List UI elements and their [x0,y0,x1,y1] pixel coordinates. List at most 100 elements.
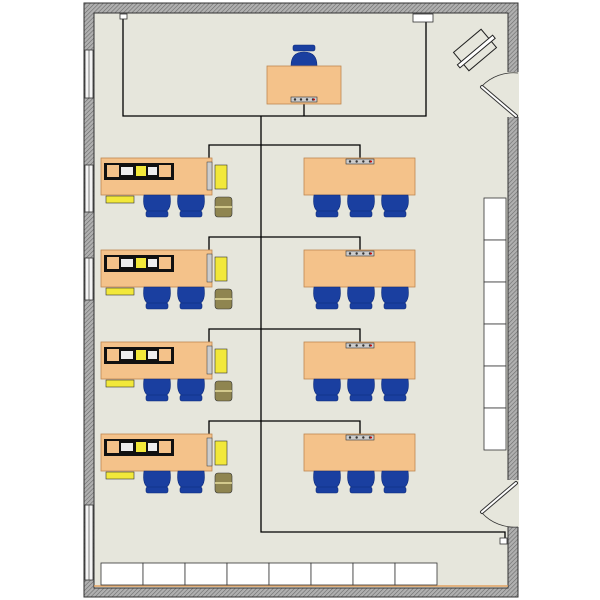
power-led [313,98,315,101]
teacher-chair-seat [290,51,318,67]
chair-seat [313,286,341,305]
bottom-cabinet [352,562,396,586]
chair-seat [313,194,341,213]
panel-device [136,442,146,452]
cable-teacher-loop [122,15,427,117]
bottom-cabinet [100,562,144,586]
panel-slot [159,165,171,177]
panel-device [148,167,157,175]
cable-branch [208,420,361,435]
chair-seat [347,470,375,489]
bottom-cabinet [394,562,438,586]
power-strip [345,434,375,441]
chair-back [349,394,373,402]
chair-back [315,210,339,218]
door-fill [481,86,517,117]
outlet [293,98,297,101]
panel-device [121,259,133,267]
outlet [362,252,365,255]
network-cables [119,13,508,545]
panel-device [148,443,157,451]
cable-branch [208,144,361,159]
chair-back [349,210,373,218]
chair-back [349,302,373,310]
equipment-strip [105,195,135,204]
chair-back [383,394,407,402]
chair-seat [143,194,171,213]
network-jack [119,13,128,20]
power-led [370,252,372,255]
side-cabinet [483,323,507,367]
power-strip [345,158,375,165]
panel-device [121,167,133,175]
network-jack [412,13,434,23]
student-row [100,341,416,402]
power-strip-vertical [206,161,213,191]
equipment-yellow [214,440,228,466]
outlet [348,344,352,347]
side-cabinet [483,407,507,451]
outlet [362,344,365,347]
chair-back [179,210,203,218]
student-row [100,249,416,310]
outlet [362,160,365,163]
panel-slot [159,257,171,269]
student-row [100,157,416,218]
panel-device [148,351,157,359]
chair-seat [347,286,375,305]
equipment-yellow [214,256,228,282]
panel-slot [159,441,171,453]
outlet [305,98,309,101]
chair-seat [313,470,341,489]
chair-back [179,486,203,494]
chair-back [315,302,339,310]
chair-seat [177,470,205,489]
outlet [362,436,365,439]
cable-trunk [260,116,506,540]
power-led [370,160,372,163]
cable-branch [208,328,361,343]
panel-slot [159,349,171,361]
equipment-yellow [214,164,228,190]
equipment-strip [105,287,135,296]
panel-device [148,259,157,267]
chair-seat [381,378,409,397]
panel-slot [107,349,119,361]
printer [452,28,498,72]
power-strip-vertical [206,437,213,467]
chair-seat [347,378,375,397]
side-cabinet [483,281,507,325]
side-cabinet [483,239,507,283]
bottom-cabinet [310,562,354,586]
outlet [348,160,352,163]
chair-back [145,302,169,310]
chair-seat [143,378,171,397]
bottom-cabinet [226,562,270,586]
bottom-cabinet [184,562,228,586]
power-strip-vertical [206,253,213,283]
bottom-cabinet [268,562,312,586]
furniture [100,28,507,586]
chair-back [179,394,203,402]
chair-back [349,486,373,494]
power-strip [345,342,375,349]
power-led [370,344,372,347]
chair-seat [143,470,171,489]
chair-back [145,486,169,494]
power-led [370,436,372,439]
outlet [355,252,358,255]
panel-device [136,350,146,360]
chair-back [315,394,339,402]
equipment-strip [105,379,135,388]
outlet [299,98,303,101]
chair-back [383,302,407,310]
chair-back [179,302,203,310]
door-swing [481,72,519,87]
panel-device [136,258,146,268]
door-opening [507,72,519,117]
outlet [348,436,352,439]
side-cabinet [483,197,507,241]
door-opening [507,480,519,527]
chair-back [315,486,339,494]
network-jack [499,537,508,545]
